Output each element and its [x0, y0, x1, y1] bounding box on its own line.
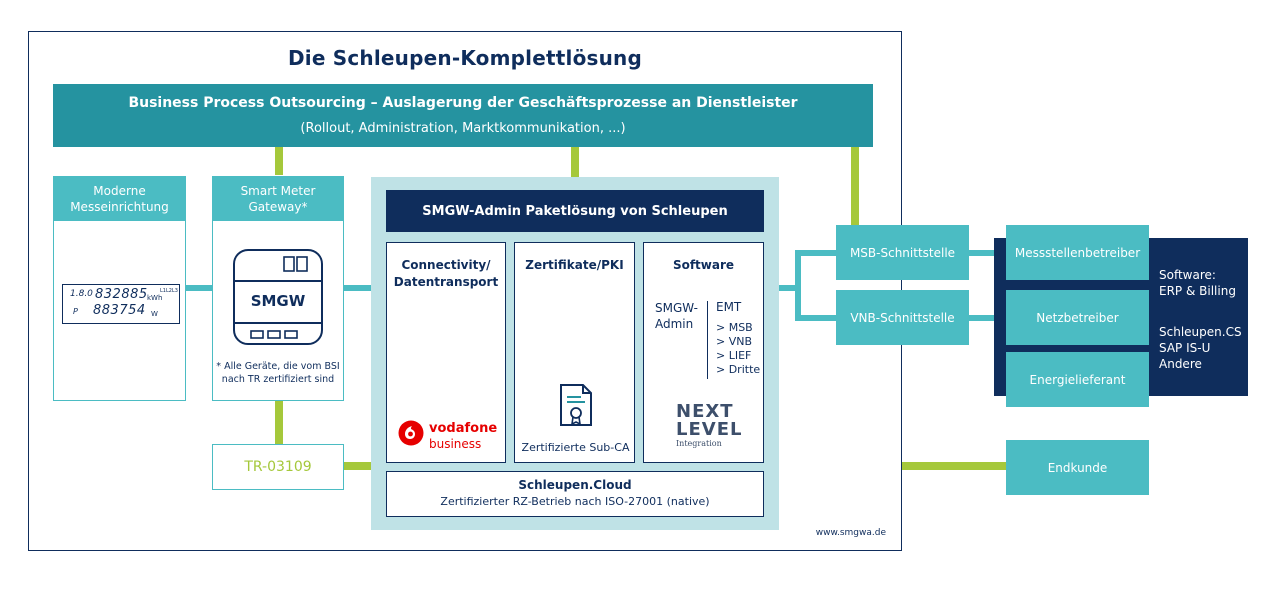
meter-label-line1: Moderne [93, 183, 146, 198]
connector-admin-interfaces [778, 285, 798, 291]
connector-tr-admin [344, 462, 372, 470]
smgw-admin-title: SMGW-Admin Paketlösung von Schleupen [386, 190, 764, 232]
gateway-footnote: * Alle Geräte, die vom BSI nach TR zerti… [212, 360, 344, 386]
erp-software-line5: Andere [1159, 357, 1202, 371]
cloud-subtitle: Zertifizierter RZ-Betrieb nach ISO-27001… [440, 495, 710, 508]
connectivity-title-line1: Connectivity/ [401, 258, 491, 272]
meter-unit: kWh [147, 294, 163, 302]
connector-gateway-tr [275, 400, 283, 445]
gateway-label-line1: Smart Meter [240, 183, 316, 198]
zertifikate-caption: Zertifizierte Sub-CA [521, 441, 630, 454]
connector-vnb-roles [968, 315, 1006, 321]
gateway-footnote-line1: * Alle Geräte, die vom BSI [216, 361, 340, 372]
energielieferant-box: Energielieferant [1006, 352, 1149, 407]
connector-meter-gateway [185, 285, 213, 291]
connector-interfaces-vertical [795, 250, 801, 321]
gateway-label-line2: Gateway* [248, 199, 308, 214]
msb-interface-box: MSB-Schnittstelle [836, 225, 969, 280]
bpo-bar: Business Process Outsourcing – Auslageru… [53, 84, 873, 147]
meter-phase-code: L1L2L3 [160, 288, 178, 294]
website-label: www.smgwa.de [815, 528, 886, 538]
vodafone-logo-icon [398, 420, 424, 446]
software-emt-item: > LIEF [716, 349, 752, 362]
meter-code: 1.8.0 [70, 289, 93, 299]
connector-bpo-msb [851, 147, 859, 227]
erp-software-text-bottom: Schleupen.CS SAP IS-U Andere [1159, 324, 1242, 372]
vnb-interface-box: VNB-Schnittstelle [836, 290, 969, 345]
meter-unit2: W [151, 310, 158, 318]
tr-03109-box: TR-03109 [212, 444, 344, 490]
vodafone-logo-sub: business [429, 437, 482, 451]
erp-software-line1: Software: [1159, 268, 1216, 282]
messstellenbetreiber-box: Messstellenbetreiber [1006, 225, 1149, 280]
connector-bpo-admin [571, 147, 579, 177]
connectivity-title: Connectivity/ Datentransport [387, 257, 505, 291]
zertifikate-column: Zertifikate/PKI Zertifizierte Sub-CA [514, 242, 635, 463]
vodafone-logo-main: vodafone [429, 421, 498, 436]
bpo-line1: Business Process Outsourcing – Auslageru… [128, 95, 798, 111]
certificate-icon [560, 384, 592, 426]
endkunde-box: Endkunde [1006, 440, 1149, 495]
software-divider [707, 301, 708, 379]
nextlevel-logo-line2: LEVEL [676, 419, 743, 440]
software-emt-list: > MSB > VNB > LIEF > Dritte [716, 321, 760, 377]
software-column: Software SMGW- Admin EMT > MSB > VNB > L… [643, 242, 764, 463]
software-left-line1: SMGW- [655, 301, 698, 315]
software-emt-item: > VNB [716, 335, 753, 348]
meter-header: Moderne Messeinrichtung [53, 176, 186, 221]
nextlevel-logo: NEXT LEVEL Integration [676, 401, 743, 449]
nextlevel-logo-line3: Integration [676, 439, 722, 448]
bpo-line2: (Rollout, Administration, Marktkommunika… [300, 121, 626, 136]
netzbetreiber-box: Netzbetreiber [1006, 290, 1149, 345]
zertifikate-title: Zertifikate/PKI [525, 258, 624, 272]
connectivity-column: Connectivity/ Datentransport vodafone bu… [386, 242, 506, 463]
erp-software-text-top: Software: ERP & Billing [1159, 267, 1236, 299]
meter-reading1: 832885 [95, 287, 148, 302]
erp-software-line2: ERP & Billing [1159, 284, 1236, 298]
gateway-header: Smart Meter Gateway* [212, 176, 344, 221]
software-title: Software [672, 258, 735, 272]
cloud-title: Schleupen.Cloud [518, 478, 632, 492]
gateway-footnote-line2: nach TR zertifiziert sind [221, 374, 335, 385]
software-left-line2: Admin [655, 317, 694, 331]
connector-admin-endkunde [902, 462, 1006, 470]
page-title: Die Schleupen-Komplettlösung [287, 46, 643, 70]
software-emt-item: > MSB [716, 321, 753, 334]
cloud-box: Schleupen.Cloud Zertifizierter RZ-Betrie… [386, 471, 764, 517]
connector-to-msb [795, 250, 837, 256]
erp-software-line4: SAP IS-U [1159, 341, 1211, 355]
software-emt-title: EMT [716, 300, 742, 314]
smgw-device-icon [233, 249, 323, 345]
connector-bpo-gateway [275, 147, 283, 175]
connector-gateway-admin [344, 285, 372, 291]
smgw-device-label: SMGW [250, 292, 306, 310]
meter-p-label: P [73, 307, 78, 316]
connector-msb-roles [968, 250, 1006, 256]
software-emt-item: > Dritte [716, 363, 761, 376]
software-left-label: SMGW- Admin [655, 300, 698, 332]
meter-display: 1.8.0 832885 kWh L1L2L3 P 883754 W [62, 284, 180, 324]
meter-label-line2: Messeinrichtung [70, 199, 169, 214]
connector-to-vnb [795, 315, 837, 321]
meter-reading2: 883754 [93, 303, 146, 318]
erp-software-line3: Schleupen.CS [1159, 325, 1242, 339]
nextlevel-logo-line1: NEXT [676, 401, 734, 422]
connectivity-title-line2: Datentransport [393, 275, 499, 289]
